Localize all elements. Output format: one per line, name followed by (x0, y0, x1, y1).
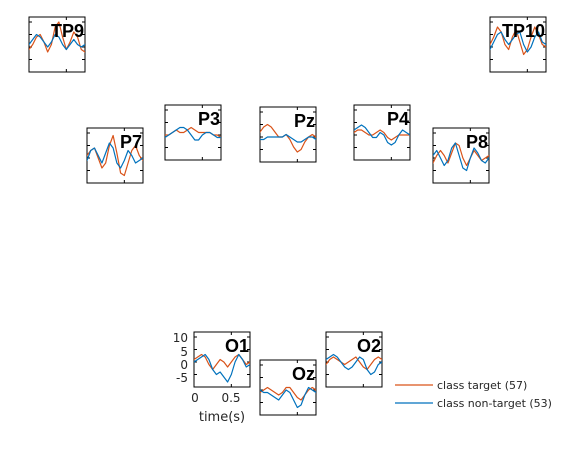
reference-axis: 10 5 0 -5 0 0.5 time(s) (173, 331, 245, 425)
y-tick-label-5: 5 (180, 345, 188, 359)
panel-frame-p3 (164, 104, 222, 161)
series-target-p4 (354, 129, 410, 141)
panel-pz: Pz (259, 106, 317, 163)
series-nontarget-o1 (194, 353, 250, 383)
legend: class target (57) class non-target (53) (395, 379, 552, 410)
ticks-pz (259, 107, 316, 162)
series-target-pz (260, 123, 316, 153)
series-nontarget-p4 (354, 124, 410, 146)
panel-tp10: TP10 (489, 16, 547, 73)
ticks-oz (259, 360, 316, 415)
panel-tp9: TP9 (28, 16, 86, 73)
series-nontarget-p8 (433, 142, 489, 172)
channel-label-pz: Pz (294, 111, 315, 131)
channel-label-oz: Oz (292, 364, 315, 384)
panel-frame-o2 (325, 331, 383, 388)
panel-frame-pz (259, 106, 317, 163)
series-target-tp10 (490, 26, 546, 56)
channel-label-p8: P8 (466, 132, 488, 152)
series-nontarget-tp10 (490, 31, 546, 53)
channel-label-p7: P7 (120, 132, 142, 152)
legend-label-target: class target (57) (437, 379, 527, 392)
y-tick-label-10: 10 (173, 331, 188, 345)
panel-frame-tp9 (28, 16, 86, 73)
series-nontarget-p7 (87, 142, 143, 169)
channel-label-p3: P3 (198, 109, 220, 129)
channel-label-tp9: TP9 (51, 21, 84, 41)
y-tick-label-0: 0 (180, 358, 188, 372)
panel-p7: P7 (86, 127, 144, 184)
series-target-o2 (326, 356, 382, 371)
series-nontarget-pz (260, 133, 316, 143)
x-axis-title: time(s) (199, 410, 245, 425)
ticks-tp10 (489, 17, 546, 72)
panel-p4: P4 (353, 104, 411, 161)
panel-p8: P8 (432, 127, 490, 184)
panel-o2: O2 (325, 331, 383, 388)
series-nontarget-o2 (326, 353, 382, 376)
channel-label-p4: P4 (387, 109, 409, 129)
panel-oz: Oz (259, 359, 317, 416)
y-tick-label-neg5: -5 (176, 371, 188, 385)
channel-label-o2: O2 (357, 336, 381, 356)
x-tick-label-0: 0 (191, 391, 199, 405)
series-nontarget-oz (260, 386, 316, 409)
ticks-p4 (353, 105, 410, 160)
channel-label-tp10: TP10 (502, 21, 545, 41)
panel-o1: O1 (193, 331, 251, 388)
x-tick-label-0.5: 0.5 (221, 391, 240, 405)
panel-p3: P3 (164, 104, 222, 161)
series-nontarget-tp9 (29, 33, 85, 51)
legend-label-nontarget: class non-target (53) (437, 397, 552, 410)
series-nontarget-p3 (165, 126, 221, 141)
channel-label-o1: O1 (225, 336, 249, 356)
